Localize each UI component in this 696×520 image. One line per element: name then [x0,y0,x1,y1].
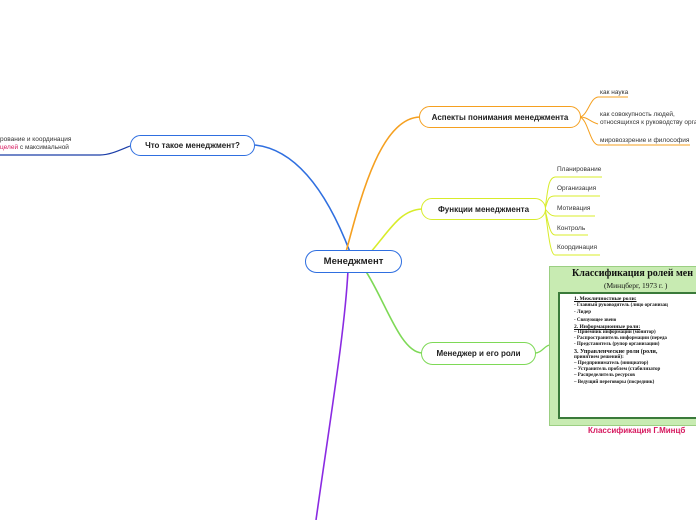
connector-what-is-note [0,145,131,156]
role-line: - Связующее звено [574,317,617,323]
connector-root-what-is [254,144,351,253]
role-line: 2. Информационные роли: [574,323,641,330]
connector-root-manager [364,269,423,354]
what-is-note-line2: целей с максимальной [0,144,71,152]
what-is-note-line2-rest: с максимальной [18,144,69,151]
connector-func-1 [544,176,602,210]
role-line: – Приемник информации (монитор) [574,330,656,336]
root-label: Менеджмент [323,256,384,267]
node-manager-roles[interactable]: Менеджер и его роли [421,342,536,365]
connector-func-5 [544,208,600,256]
function-coordination[interactable]: Координация [557,244,597,251]
what-is-note-line1: рование и координация [0,136,72,143]
role-line: 3. Управленческие роли (роли, [574,348,658,355]
role-line: – Распределитель ресурсов [574,373,635,379]
aspect-item-people-line2: относящихся к руководству органи [600,119,696,126]
node-functions-label: Функции менеджмента [437,204,530,214]
root-node[interactable]: Менеджмент [305,250,402,273]
node-manager-label: Менеджер и его роли [436,349,521,358]
role-line: – Ведущий переговоры (посредник) [574,379,655,385]
function-planning[interactable]: Планирование [557,166,602,173]
connector-manager-image [534,344,551,354]
roles-image-title: Классификация ролей мен [572,268,693,279]
role-line: 1. Межличностные роли: [574,296,637,302]
roles-list: 1. Межличностные роли: - Главный руковод… [574,296,668,386]
role-line: – Устранитель проблем (стабилизатор [574,367,661,373]
connector-root-functions [369,208,423,254]
role-line: - Представитель (рупор организации) [574,342,660,348]
aspect-item-science[interactable]: как наука [600,89,629,96]
roles-caption[interactable]: Классификация Г.Минцб [588,426,686,435]
aspect-item-philosophy[interactable]: мировоззрение и философия [600,137,690,144]
connector-aspects-item2 [579,116,599,125]
node-aspects-label: Аспекты понимания менеджмента [431,112,569,122]
function-motivation[interactable]: Мотивация [557,205,591,212]
node-what-is-management[interactable]: Что такое менеджмент? [130,135,255,156]
aspect-item-people[interactable]: как совокупность людей, относящихся к ру… [600,111,696,127]
node-what-is-label: Что такое менеджмент? [145,141,240,150]
role-line: – Предприниматель (инициатор) [574,361,649,367]
highlight-word: целей [0,144,19,151]
connector-aspects-item1 [579,96,628,118]
role-line: принятием решений): [574,354,624,360]
connector-root-down [315,269,349,520]
role-line: - Главный руководитель (лицо организац [574,303,668,309]
roles-list-box: 1. Межличностные роли: - Главный руковод… [558,292,696,419]
node-aspects[interactable]: Аспекты понимания менеджмента [419,106,581,128]
connector-root-aspects [345,116,421,253]
roles-image-subtitle: (Минцберг, 1973 г. ) [604,281,668,290]
role-line: - Лидер [574,310,592,316]
role-line: - Распространитель информации (переда [574,336,667,342]
aspect-item-people-line1: как совокупность людей, [600,111,675,118]
node-functions[interactable]: Функции менеджмента [421,198,546,220]
function-organization[interactable]: Организация [557,185,597,192]
connector-aspects-item3 [579,116,690,146]
what-is-note: рование и координация целей с максимальн… [0,136,71,152]
function-control[interactable]: Контроль [557,225,586,232]
roles-image-card[interactable]: Классификация ролей мен (Минцберг, 1973 … [549,266,696,426]
